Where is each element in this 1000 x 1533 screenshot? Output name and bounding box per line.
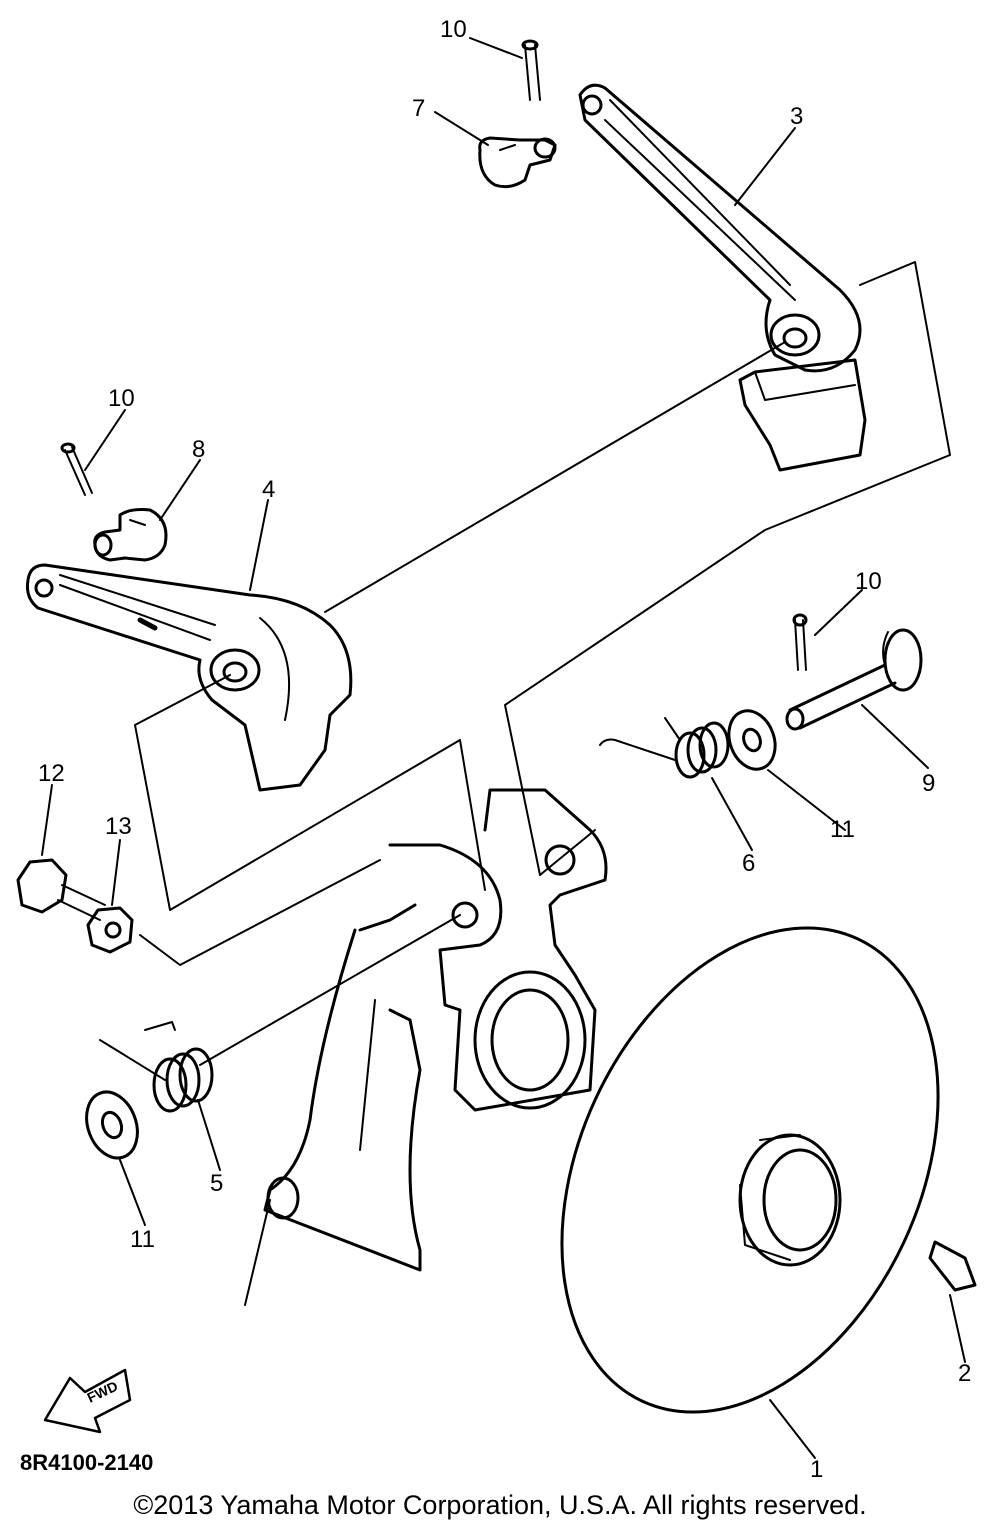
fwd-arrow-label: FWD — [85, 1378, 121, 1406]
callout-leader-lines — [41, 37, 966, 1459]
callout-1: 1 — [810, 1456, 824, 1483]
assembly-guide-lines — [134, 261, 951, 1306]
fwd-arrow-icon — [43, 1368, 132, 1434]
part-6-torsion-spring — [599, 717, 730, 779]
diagram-code: 8R4100-2140 — [20, 1450, 154, 1475]
part-4-lower-arm — [26, 563, 353, 792]
callout-10: 10 — [108, 385, 135, 412]
callout-6: 6 — [742, 850, 756, 877]
callout-10: 10 — [440, 16, 467, 43]
housing-bracket — [263, 788, 608, 1272]
part-12-bolt — [16, 858, 106, 921]
part-1-sheave-disk — [560, 926, 940, 1414]
copyright-notice: ©2013 Yamaha Motor Corporation, U.S.A. A… — [133, 1490, 867, 1520]
callout-11: 11 — [130, 1226, 155, 1253]
part-7-clevis-pin — [478, 136, 557, 189]
part-3-upper-arm — [578, 83, 867, 472]
callout-4: 4 — [262, 476, 276, 503]
callout-10: 10 — [855, 568, 882, 595]
callout-9: 9 — [922, 770, 936, 797]
callout-3: 3 — [790, 103, 804, 130]
part-11-washers — [85, 709, 777, 1160]
callout-8: 8 — [192, 436, 206, 463]
callout-7: 7 — [412, 95, 426, 122]
callout-13: 13 — [105, 813, 132, 840]
callout-11: 11 — [830, 816, 855, 843]
callout-12: 12 — [38, 760, 65, 787]
part-9-shaft-pin — [785, 628, 923, 731]
callout-5: 5 — [210, 1170, 224, 1197]
part-5-torsion-spring — [99, 1021, 214, 1113]
part-13-nut — [86, 906, 134, 954]
part-2-key — [928, 1240, 977, 1292]
part-8-clevis-pin — [93, 508, 168, 562]
callout-2: 2 — [958, 1360, 972, 1387]
part-10-cotter-pins — [60, 39, 808, 671]
